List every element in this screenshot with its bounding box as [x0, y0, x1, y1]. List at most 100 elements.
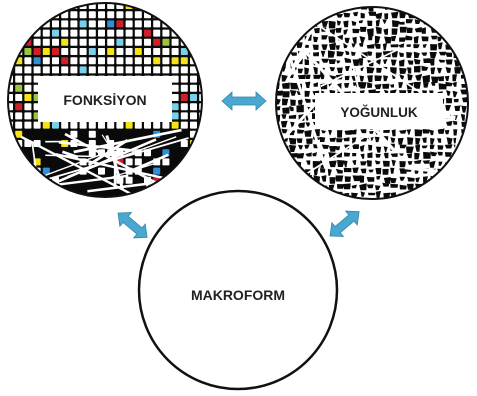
map-block: [343, 20, 349, 28]
map-block: [180, 103, 188, 111]
map-block: [24, 121, 32, 129]
map-block: [282, 27, 288, 33]
map-block: [335, 168, 343, 174]
map-block: [125, 11, 133, 19]
map-block: [329, 7, 334, 12]
map-block: [24, 57, 32, 65]
map-block: [144, 57, 151, 65]
map-block: [281, 114, 287, 119]
map-block: [399, 26, 407, 33]
map-street: [39, 138, 157, 191]
map-block: [429, 12, 434, 18]
map-block: [107, 66, 115, 74]
map-block: [367, 152, 373, 158]
map-block: [368, 144, 373, 151]
map-block: [282, 154, 290, 158]
map-block: [414, 152, 420, 160]
map-block: [328, 59, 337, 64]
map-block: [415, 73, 423, 81]
map-block: [171, 11, 179, 19]
map-block: [296, 153, 305, 159]
map-block: [199, 66, 202, 74]
map-block: [366, 160, 372, 167]
map-block: [406, 19, 414, 24]
map-block: [469, 28, 476, 32]
map-block: [351, 129, 357, 135]
map-block: [430, 138, 435, 145]
map-block: [359, 175, 365, 183]
map-block: [289, 43, 294, 47]
map-block: [15, 11, 23, 19]
map-block: [321, 144, 330, 149]
map-block: [413, 159, 422, 164]
map-block: [469, 154, 474, 158]
map-block: [98, 38, 105, 46]
map-block: [329, 66, 336, 72]
map-block: [422, 137, 427, 143]
map-block: [289, 105, 294, 112]
map-block: [429, 160, 436, 168]
map-block: [314, 201, 321, 207]
map-block: [281, 128, 288, 134]
map-block: [180, 29, 188, 37]
map-block: [88, 29, 96, 37]
map-block: [321, 130, 326, 134]
map-block: [328, 36, 336, 43]
map-block: [390, 177, 397, 184]
map-block: [305, 198, 311, 199]
map-block: [470, 184, 477, 191]
map-block: [374, 84, 382, 90]
map-block: [289, 90, 297, 96]
map-block: [390, 44, 399, 48]
map-block: [15, 20, 23, 28]
map-block: [344, 176, 351, 182]
map-block: [359, 82, 367, 89]
map-block: [414, 27, 422, 33]
map-block: [352, 159, 357, 165]
map-block: [190, 158, 197, 166]
map-block: [180, 167, 188, 175]
map-block: [383, 28, 389, 35]
map-block: [437, 7, 443, 9]
map-block: [337, 7, 343, 9]
map-block: [460, 152, 465, 160]
map-block: [116, 48, 124, 55]
map-block: [79, 57, 87, 65]
map-block: [437, 183, 444, 189]
map-block: [406, 44, 412, 47]
map-block: [276, 183, 280, 190]
map-block: [335, 45, 340, 50]
map-block: [461, 105, 467, 113]
map-block: [344, 57, 353, 63]
map-block: [405, 35, 413, 41]
map-block: [407, 200, 413, 205]
map-block: [153, 167, 161, 175]
map-block: [407, 60, 414, 65]
map-block: [399, 52, 404, 57]
fonksiyon-node: FONKSİYON: [7, 2, 203, 198]
map-block: [190, 3, 197, 9]
map-block: [162, 11, 170, 19]
map-block: [276, 7, 279, 11]
map-block: [461, 19, 468, 25]
map-block: [445, 98, 453, 104]
map-block: [446, 90, 451, 96]
map-block: [125, 121, 133, 129]
map-block: [375, 19, 381, 27]
map-block: [469, 113, 475, 119]
map-block: [320, 168, 326, 173]
map-block: [52, 57, 59, 65]
map-block: [190, 176, 197, 184]
map-block: [288, 160, 295, 165]
map-block: [298, 198, 307, 199]
map-block: [446, 137, 453, 145]
map-block: [190, 112, 197, 120]
map-block: [406, 7, 412, 10]
map-block: [429, 58, 435, 66]
map-block: [162, 3, 170, 9]
map-block: [367, 192, 376, 196]
map-block: [276, 66, 280, 72]
map-block: [52, 66, 59, 74]
map-block: [415, 137, 421, 145]
map-block: [15, 158, 23, 166]
